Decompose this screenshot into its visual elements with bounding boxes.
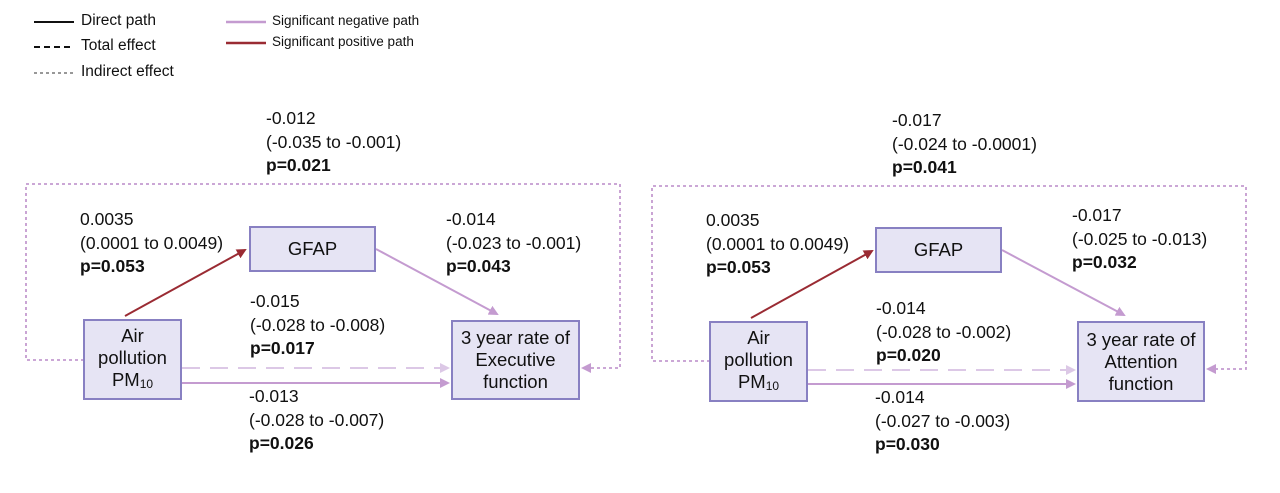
legend-negative-label: Significant negative path xyxy=(272,13,420,28)
exposure-line3: PM10 xyxy=(738,371,779,397)
stat-ci: (0.0001 to 0.0049) xyxy=(80,232,224,253)
direct-path-stats-attention: -0.014 (-0.027 to -0.003) p=0.030 xyxy=(875,386,1010,457)
stat-p-value: p=0.021 xyxy=(266,155,331,175)
outcome-line1: 3 year rate of xyxy=(1086,328,1196,350)
outcome-node-executive: 3 year rate of Executive function xyxy=(451,320,580,400)
outcome-line3: function xyxy=(483,371,548,392)
stat-ci: (-0.027 to -0.003) xyxy=(875,410,1011,431)
stat-ci: (-0.024 to -0.0001) xyxy=(892,133,1037,154)
stat-estimate: -0.013 xyxy=(249,386,299,406)
exposure-line2: pollution xyxy=(724,348,793,370)
stat-ci: (-0.028 to -0.007) xyxy=(249,409,385,430)
stat-estimate: -0.017 xyxy=(892,110,942,130)
legend-indirect-label: Indirect effect xyxy=(81,63,174,80)
a-path-arrow-attention xyxy=(750,250,874,319)
mediator-label: GFAP xyxy=(913,239,964,260)
exposure-node-executive: Air pollution PM10 xyxy=(83,319,182,400)
stat-estimate: -0.017 xyxy=(1072,205,1122,225)
exposure-line1: Air xyxy=(121,324,144,346)
stat-estimate: 0.0035 xyxy=(80,209,134,229)
stat-p-value: p=0.032 xyxy=(1072,252,1137,272)
indirect-stats-attention: -0.017 (-0.024 to -0.0001) p=0.041 xyxy=(892,109,1037,180)
stat-estimate: -0.015 xyxy=(250,291,300,311)
stat-p-value: p=0.053 xyxy=(80,256,145,276)
outcome-line2: Attention xyxy=(1104,350,1178,372)
stat-ci: (0.0001 to 0.0049) xyxy=(706,233,850,254)
outcome-line1: 3 year rate of xyxy=(460,327,570,348)
exposure-line1: Air xyxy=(747,326,770,348)
stat-estimate: 0.0035 xyxy=(706,210,760,230)
stat-estimate: -0.014 xyxy=(876,298,926,318)
outcome-line2: Executive xyxy=(475,349,556,370)
exposure-node-attention: Air pollution PM10 xyxy=(709,321,808,402)
mediator-label: GFAP xyxy=(287,238,338,259)
exposure-pm: PM xyxy=(111,368,140,390)
legend-total-label: Total effect xyxy=(81,37,156,54)
b-path-stats-attention: -0.017 (-0.025 to -0.013) p=0.032 xyxy=(1072,204,1207,275)
stat-ci: (-0.035 to -0.001) xyxy=(266,131,402,152)
stat-p-value: p=0.017 xyxy=(250,338,315,358)
direct-path-stats-executive: -0.013 (-0.028 to -0.007) p=0.026 xyxy=(249,385,384,456)
stat-p-value: p=0.026 xyxy=(249,433,314,453)
indirect-effect-path-executive xyxy=(25,183,621,373)
total-effect-stats-executive: -0.015 (-0.028 to -0.008) p=0.017 xyxy=(250,290,385,361)
b-path-arrow-attention xyxy=(1001,249,1126,316)
stat-ci: (-0.023 to -0.001) xyxy=(446,232,582,253)
total-effect-stats-attention: -0.014 (-0.028 to -0.002) p=0.020 xyxy=(876,297,1011,368)
stat-p-value: p=0.053 xyxy=(706,257,771,277)
stat-p-value: p=0.043 xyxy=(446,256,511,276)
exposure-subscript: 10 xyxy=(139,376,154,391)
b-path-stats-executive: -0.014 (-0.023 to -0.001) p=0.043 xyxy=(446,208,581,279)
a-path-stats-attention: 0.0035 (0.0001 to 0.0049) p=0.053 xyxy=(706,209,849,280)
exposure-subscript: 10 xyxy=(765,378,780,393)
exposure-pm: PM xyxy=(737,370,766,392)
stat-estimate: -0.012 xyxy=(266,108,316,128)
stat-p-value: p=0.041 xyxy=(892,157,957,177)
exposure-line3: PM10 xyxy=(112,369,153,395)
stat-ci: (-0.028 to -0.008) xyxy=(250,314,386,335)
stat-p-value: p=0.030 xyxy=(875,434,940,454)
outcome-node-attention: 3 year rate of Attention function xyxy=(1077,321,1205,402)
indirect-stats-executive: -0.012 (-0.035 to -0.001) p=0.021 xyxy=(266,107,401,178)
mediator-node-attention: GFAP xyxy=(875,227,1002,273)
indirect-effect-path-attention xyxy=(651,185,1247,374)
a-path-arrow-executive xyxy=(124,249,247,317)
stat-estimate: -0.014 xyxy=(446,209,496,229)
outcome-line3: function xyxy=(1108,372,1174,394)
legend-positive-label: Significant positive path xyxy=(272,34,414,49)
legend-direct-label: Direct path xyxy=(81,12,156,29)
stat-estimate: -0.014 xyxy=(875,387,925,407)
a-path-stats-executive: 0.0035 (0.0001 to 0.0049) p=0.053 xyxy=(80,208,223,279)
b-path-arrow-executive xyxy=(375,248,499,315)
stat-p-value: p=0.020 xyxy=(876,345,941,365)
stat-ci: (-0.025 to -0.013) xyxy=(1072,228,1208,249)
exposure-line2: pollution xyxy=(98,346,167,368)
stat-ci: (-0.028 to -0.002) xyxy=(876,321,1012,342)
mediator-node-executive: GFAP xyxy=(249,226,376,272)
